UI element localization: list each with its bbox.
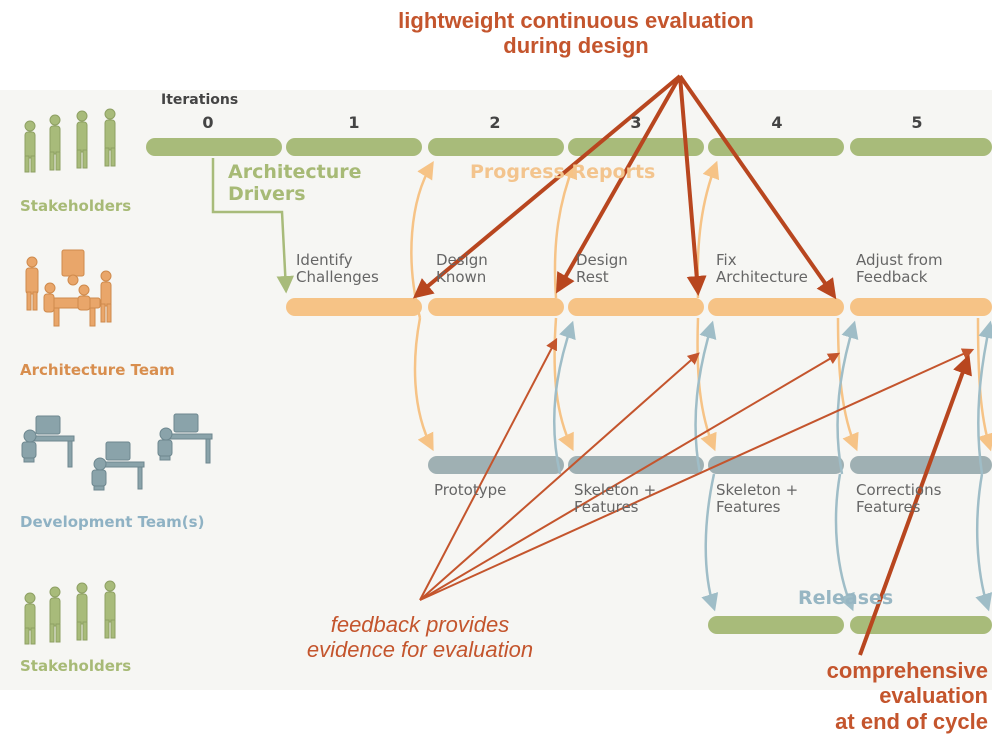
development-task-prototype: Prototype [434, 481, 507, 499]
iteration-number-5: 5 [911, 113, 923, 132]
development-task-bar [428, 456, 564, 474]
development-task-bar [708, 456, 844, 474]
iteration-number-3: 3 [630, 113, 642, 132]
iteration-1-bar [286, 138, 422, 156]
architecture-drivers-label: Architecture Drivers [228, 161, 362, 206]
comprehensive-evaluation-line-2: evaluation [879, 683, 988, 709]
comprehensive-evaluation-line-1: comprehensive [826, 658, 988, 683]
feedback-evidence-annotation: feedback provides evidence for evaluatio… [270, 612, 570, 663]
iteration-number-2: 2 [489, 113, 501, 132]
architecture-task-design-rest: Design Rest [576, 251, 628, 287]
development-feedback-arrows [553, 320, 992, 612]
iteration-number-0: 0 [202, 113, 214, 132]
lane-label-development-team: Development Team(s) [20, 513, 205, 531]
architecture-drivers-line-1: Architecture [228, 161, 362, 183]
releases-label: Releases [798, 587, 894, 609]
architecture-lane-bar [286, 298, 992, 316]
iteration-number-1: 1 [348, 113, 360, 132]
architecture-task-adjust-from-feedback: Adjust from Feedback [856, 251, 943, 287]
feedback-evidence-arrows [419, 337, 975, 601]
stakeholders-people-icon [24, 580, 116, 645]
architecture-task-identify-challenges: Identify Challenges [296, 251, 379, 287]
architecture-task-fix-architecture: Fix Architecture [716, 251, 808, 287]
comprehensive-evaluation-arrow [858, 354, 972, 656]
development-task-corrections-features: Corrections Features [856, 481, 942, 517]
continuous-evaluation-arrows [412, 74, 837, 300]
continuous-evaluation-title: lightweight continuous evaluation during… [0, 8, 992, 59]
development-task-bar [850, 456, 992, 474]
architecture-drivers-line-2: Drivers [228, 182, 306, 205]
stakeholders-people-icon [24, 108, 116, 173]
iteration-timeline-bar [146, 138, 992, 156]
releases-lane-bar [708, 616, 992, 634]
release-bar [850, 616, 992, 634]
continuous-evaluation-line-2: during design [503, 33, 649, 59]
iteration-5-bar [850, 138, 992, 156]
development-task-bar [568, 456, 704, 474]
development-task-skeleton-features-1: Skeleton + Features [574, 481, 657, 517]
architecture-task-bar [286, 298, 422, 316]
iteration-number-4: 4 [771, 113, 783, 132]
iteration-2-bar [428, 138, 564, 156]
iteration-0-bar [146, 138, 282, 156]
development-task-skeleton-features-2: Skeleton + Features [716, 481, 799, 517]
iteration-4-bar [708, 138, 844, 156]
comprehensive-evaluation-line-3: at end of cycle [835, 708, 988, 734]
architecture-drivers-arrow [211, 158, 295, 294]
architecture-task-design-known: Design Known [436, 251, 488, 287]
lane-label-stakeholders-bottom: Stakeholders [20, 657, 132, 675]
release-bar [708, 616, 844, 634]
progress-reports-label: Progress Reports [470, 161, 656, 183]
lane-label-stakeholders-top: Stakeholders [20, 197, 132, 215]
architecture-task-bar [850, 298, 992, 316]
architecture-task-bar [568, 298, 704, 316]
diagram-background [0, 90, 992, 690]
developer-workstation-icon [21, 413, 213, 491]
feedback-evidence-line-1: feedback provides [330, 612, 510, 637]
architecture-task-bar [708, 298, 844, 316]
architecture-task-bar [428, 298, 564, 316]
comprehensive-evaluation-annotation: comprehensive evaluation at end of cycle [827, 658, 988, 734]
development-lane-bar [428, 456, 992, 474]
architecture-team-meeting-icon [25, 249, 112, 327]
feedback-evidence-line-2: evidence for evaluation [306, 637, 534, 663]
continuous-evaluation-line-1: lightweight continuous evaluation [398, 8, 754, 33]
iterations-label: Iterations [161, 92, 239, 108]
lane-label-architecture-team: Architecture Team [20, 361, 175, 379]
